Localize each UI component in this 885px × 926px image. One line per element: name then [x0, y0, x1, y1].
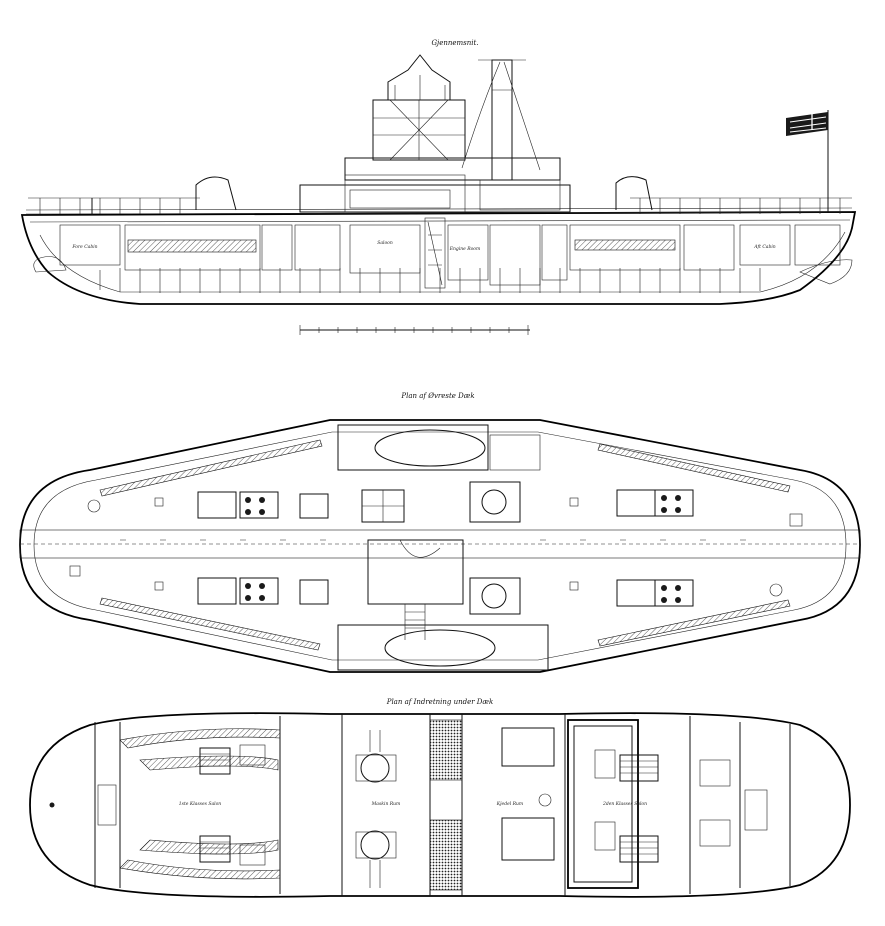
label-engine-room: Engine Room: [449, 246, 481, 252]
elevation-view: Fore Cabin Saloon Engine Room Aft Cabin: [20, 54, 857, 305]
label-fore-cabin: Fore Cabin: [71, 244, 97, 250]
label-saloon: Saloon: [377, 240, 393, 246]
lower-deck-plan: 1ste Klasses Salon Maskin Rum Kjedel Rum…: [29, 712, 851, 898]
elevation-title: Gjennemsnit.: [431, 39, 478, 47]
main-deck-title: Plan af Øvreste Dæk: [400, 392, 474, 400]
flag: [786, 112, 828, 136]
label-first-class-salon: 1ste Klasses Salon: [179, 801, 221, 807]
main-deck-plan: [19, 419, 861, 673]
deck-rail-stanchions: [28, 197, 852, 214]
label-machine-room: Maskin Rum: [371, 801, 401, 807]
label-aft-cabin: Aft Cabin: [753, 244, 776, 250]
lower-deck-title: Plan af Indretning under Dæk: [386, 698, 494, 706]
scale-bar: [299, 325, 530, 335]
label-second-class-salon: 2den Klasses Salon: [602, 801, 647, 807]
hull-frames: [99, 268, 761, 293]
label-boiler-room: Kjedel Rum: [496, 801, 523, 807]
